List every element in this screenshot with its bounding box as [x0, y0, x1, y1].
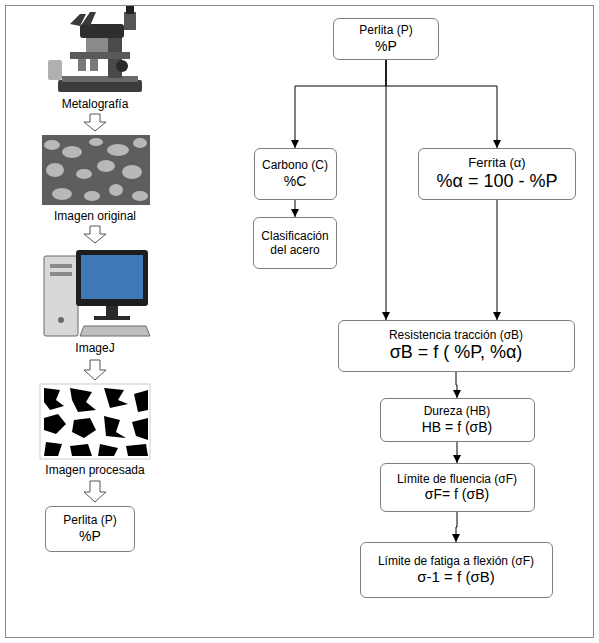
result-box: Perlita (P)%P	[45, 506, 135, 552]
box-heading: Clasificación del acero	[259, 229, 331, 258]
flow-arrow	[386, 60, 497, 148]
image-caption: Imagen procesada	[45, 463, 144, 477]
process-box: Dureza (HB)HB = f (σB)	[380, 398, 535, 442]
process-box: Resistencia tracción (σB)σB = f ( %P, %α…	[338, 320, 575, 372]
image-caption: Metalografía	[62, 97, 129, 111]
box-heading: Límite de fluencia (σF)	[397, 472, 517, 486]
box-heading: Dureza (HB)	[424, 404, 491, 418]
box-heading: Resistencia tracción (σB)	[389, 328, 523, 342]
box-heading: Ferrita (α)	[468, 155, 525, 171]
box-heading: Carbono (C)	[262, 158, 328, 172]
box-formula: %α = 100 - %P	[437, 171, 558, 193]
process-box: Límite de fatiga a flexión (σF)σ-1 = f (…	[360, 542, 553, 598]
flow-arrow	[456, 512, 457, 542]
image-caption: Imagen original	[54, 209, 136, 223]
box-formula: σF= f (σB)	[425, 486, 489, 503]
box-heading: Límite de fatiga a flexión (σF)	[378, 554, 534, 568]
box-heading: Perlita (P)	[63, 513, 116, 527]
box-formula: σB = f ( %P, %α)	[390, 342, 523, 364]
process-box: Límite de fluencia (σF)σF= f (σB)	[380, 463, 535, 512]
flow-arrow	[497, 200, 498, 320]
micrograph-original	[42, 135, 150, 205]
flow-arrow	[386, 60, 387, 320]
microscope-icon	[48, 6, 142, 92]
flow-arrow	[295, 200, 296, 217]
process-box: Carbono (C)%C	[254, 148, 337, 200]
process-box: Clasificación del acero	[253, 217, 337, 269]
box-formula: %P	[375, 38, 397, 55]
box-formula: HB = f (σB)	[422, 419, 493, 436]
image-caption: ImageJ	[75, 341, 114, 355]
box-heading: Perlita (P)	[359, 23, 412, 37]
box-formula: σ-1 = f (σB)	[417, 568, 494, 586]
computer-icon	[44, 250, 150, 336]
box-formula: %C	[284, 173, 307, 190]
box-formula: %P	[79, 528, 101, 545]
process-box: Ferrita (α)%α = 100 - %P	[418, 148, 576, 200]
process-box: Perlita (P)%P	[333, 18, 439, 60]
micrograph-processed	[40, 384, 150, 459]
flow-arrow	[456, 372, 457, 398]
flow-arrow	[457, 442, 458, 463]
outer-frame	[6, 6, 594, 638]
flow-arrow	[295, 60, 386, 148]
